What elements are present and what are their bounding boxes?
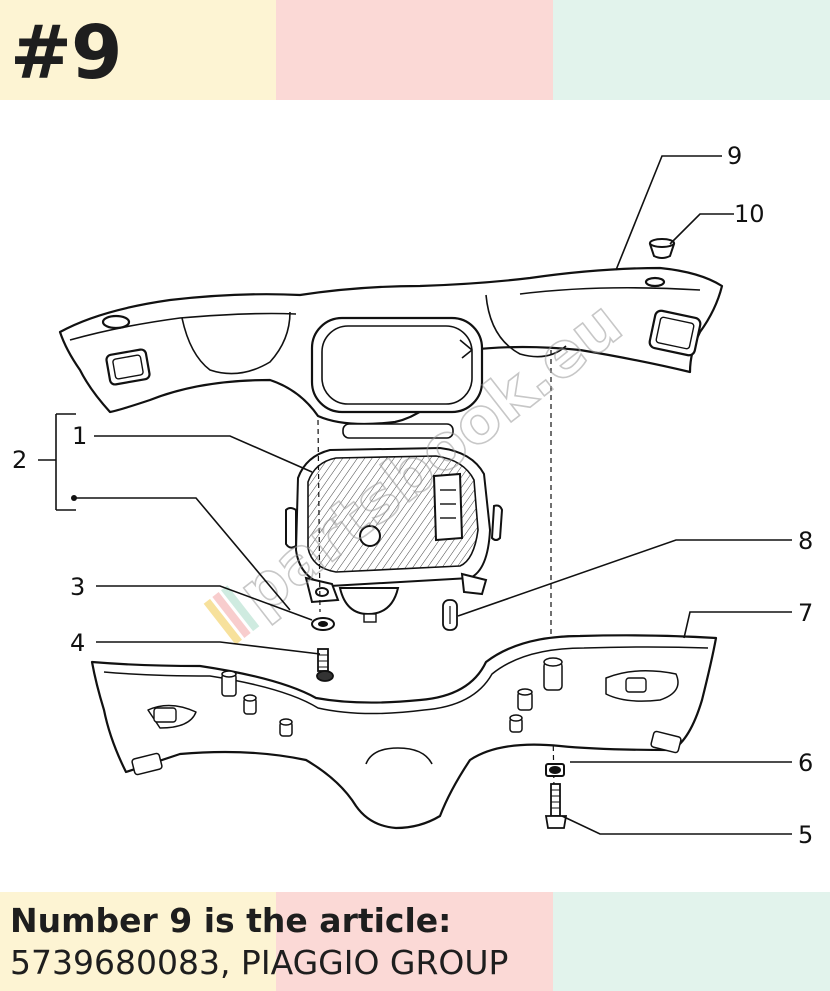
upper-handlebar-cover xyxy=(58,266,724,439)
washer xyxy=(311,617,335,631)
button-cap xyxy=(648,238,676,259)
caption-band-mint xyxy=(553,892,830,991)
callout-dot xyxy=(71,495,77,501)
article-number: 5739680083, PIAGGIO GROUP xyxy=(10,943,509,982)
callout-8: 8 xyxy=(798,527,813,555)
callout-7: 7 xyxy=(798,599,813,627)
screw-right xyxy=(544,783,568,829)
callout-3: 3 xyxy=(70,573,85,601)
callout-5: 5 xyxy=(798,821,813,849)
exploded-parts-diagram: partsbook.eu 9 10 2 1 8 7 3 4 6 5 xyxy=(12,142,813,849)
callout-2: 2 xyxy=(12,446,27,474)
caption-title: Number 9 is the article: xyxy=(10,901,452,940)
callout-6: 6 xyxy=(798,749,813,777)
nut xyxy=(545,763,565,777)
instrument-cluster xyxy=(285,446,504,623)
caption-color-band xyxy=(0,892,830,991)
screw-left xyxy=(316,648,334,682)
caption-band-pink xyxy=(276,892,553,991)
callout-1: 1 xyxy=(72,422,87,450)
lower-handlebar-cover xyxy=(90,634,718,830)
page-number: #9 xyxy=(10,10,122,96)
callout-4: 4 xyxy=(70,629,85,657)
indicator-bulb xyxy=(442,599,458,631)
header-color-band xyxy=(0,0,830,100)
header-band-yellow xyxy=(0,0,276,100)
callout-9: 9 xyxy=(727,142,742,170)
caption-band-yellow xyxy=(0,892,276,991)
callout-10: 10 xyxy=(734,200,765,228)
header-band-mint xyxy=(553,0,830,100)
header-band-pink xyxy=(276,0,553,100)
article-caption: Number 9 is the article: 5739680083, PIA… xyxy=(10,900,508,984)
callout-leader-lines xyxy=(38,155,792,835)
